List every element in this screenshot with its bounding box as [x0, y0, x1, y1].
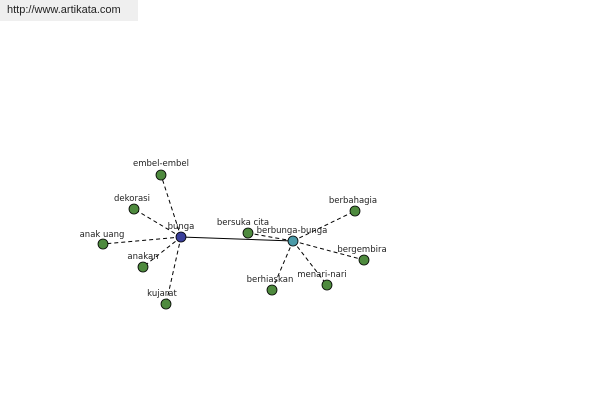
node-circle-bunga[interactable]	[175, 231, 187, 243]
nodes-layer: bunga berbunga-bunga embel-embel dekorasi an…	[80, 159, 387, 310]
edge-berbunga-bunga-bersuka-cita	[247, 232, 294, 242]
node-circle-anak-uang[interactable]	[97, 238, 109, 250]
node-label-berhiaskan: berhiaskan	[247, 275, 294, 285]
node-circle-menari-nari[interactable]	[321, 279, 333, 291]
node-dekorasi[interactable]: dekorasi	[114, 194, 150, 215]
edge-bunga-berbunga-bunga	[180, 236, 294, 242]
node-label-menari-nari: menari-nari	[297, 270, 346, 280]
edge-bunga-kujarat	[165, 236, 182, 305]
node-label-anakan: anakan	[127, 252, 158, 262]
node-anakan[interactable]: anakan	[127, 252, 159, 273]
node-bunga[interactable]: bunga	[168, 222, 195, 243]
node-menari-nari[interactable]: menari-nari	[297, 270, 347, 291]
edges-layer	[102, 174, 365, 305]
edge-bunga-anakan	[142, 236, 182, 268]
node-circle-bersuka-cita[interactable]	[242, 227, 254, 239]
node-anak-uang[interactable]: anak uang	[80, 230, 125, 250]
node-berbahagia[interactable]: berbahagia	[329, 196, 377, 217]
edge-bunga-anak-uang	[102, 236, 182, 245]
node-label-berbunga-bunga: berbunga-bunga	[257, 226, 328, 236]
node-bergembira[interactable]: bergembira	[337, 245, 387, 266]
node-label-bunga: bunga	[168, 222, 195, 232]
node-embel-embel[interactable]: embel-embel	[133, 159, 189, 181]
node-circle-bergembira[interactable]	[358, 254, 370, 266]
edge-berbunga-bunga-menari-nari	[292, 240, 328, 286]
node-bersuka-cita[interactable]: bersuka cita	[217, 218, 269, 239]
node-circle-embel-embel[interactable]	[155, 169, 167, 181]
node-label-anak-uang: anak uang	[80, 230, 125, 240]
source-bar: http://www.artikata.com	[0, 0, 138, 21]
node-label-kujarat: kujarat	[147, 289, 177, 299]
node-label-bergembira: bergembira	[337, 245, 386, 255]
node-circle-anakan[interactable]	[137, 261, 149, 273]
node-label-bersuka-cita: bersuka cita	[217, 218, 269, 228]
node-circle-berbahagia[interactable]	[349, 205, 361, 217]
node-berbunga-bunga[interactable]: berbunga-bunga	[257, 226, 328, 247]
node-kujarat[interactable]: kujarat	[147, 289, 177, 310]
source-link[interactable]: http://www.artikata.com	[7, 4, 121, 16]
edge-bunga-embel-embel	[160, 174, 182, 238]
edge-berbunga-bunga-berbahagia	[292, 210, 356, 242]
node-label-embel-embel: embel-embel	[133, 159, 189, 169]
node-circle-kujarat[interactable]	[160, 298, 172, 310]
node-circle-berbunga-bunga[interactable]	[287, 235, 299, 247]
edge-bunga-dekorasi	[133, 208, 182, 238]
node-circle-berhiaskan[interactable]	[266, 284, 278, 296]
node-label-dekorasi: dekorasi	[114, 194, 150, 204]
edge-berbunga-bunga-berhiaskan	[271, 240, 294, 291]
node-label-berbahagia: berbahagia	[329, 196, 377, 206]
edge-berbunga-bunga-bergembira	[292, 240, 365, 261]
node-circle-dekorasi[interactable]	[128, 203, 140, 215]
node-berhiaskan[interactable]: berhiaskan	[247, 275, 294, 296]
